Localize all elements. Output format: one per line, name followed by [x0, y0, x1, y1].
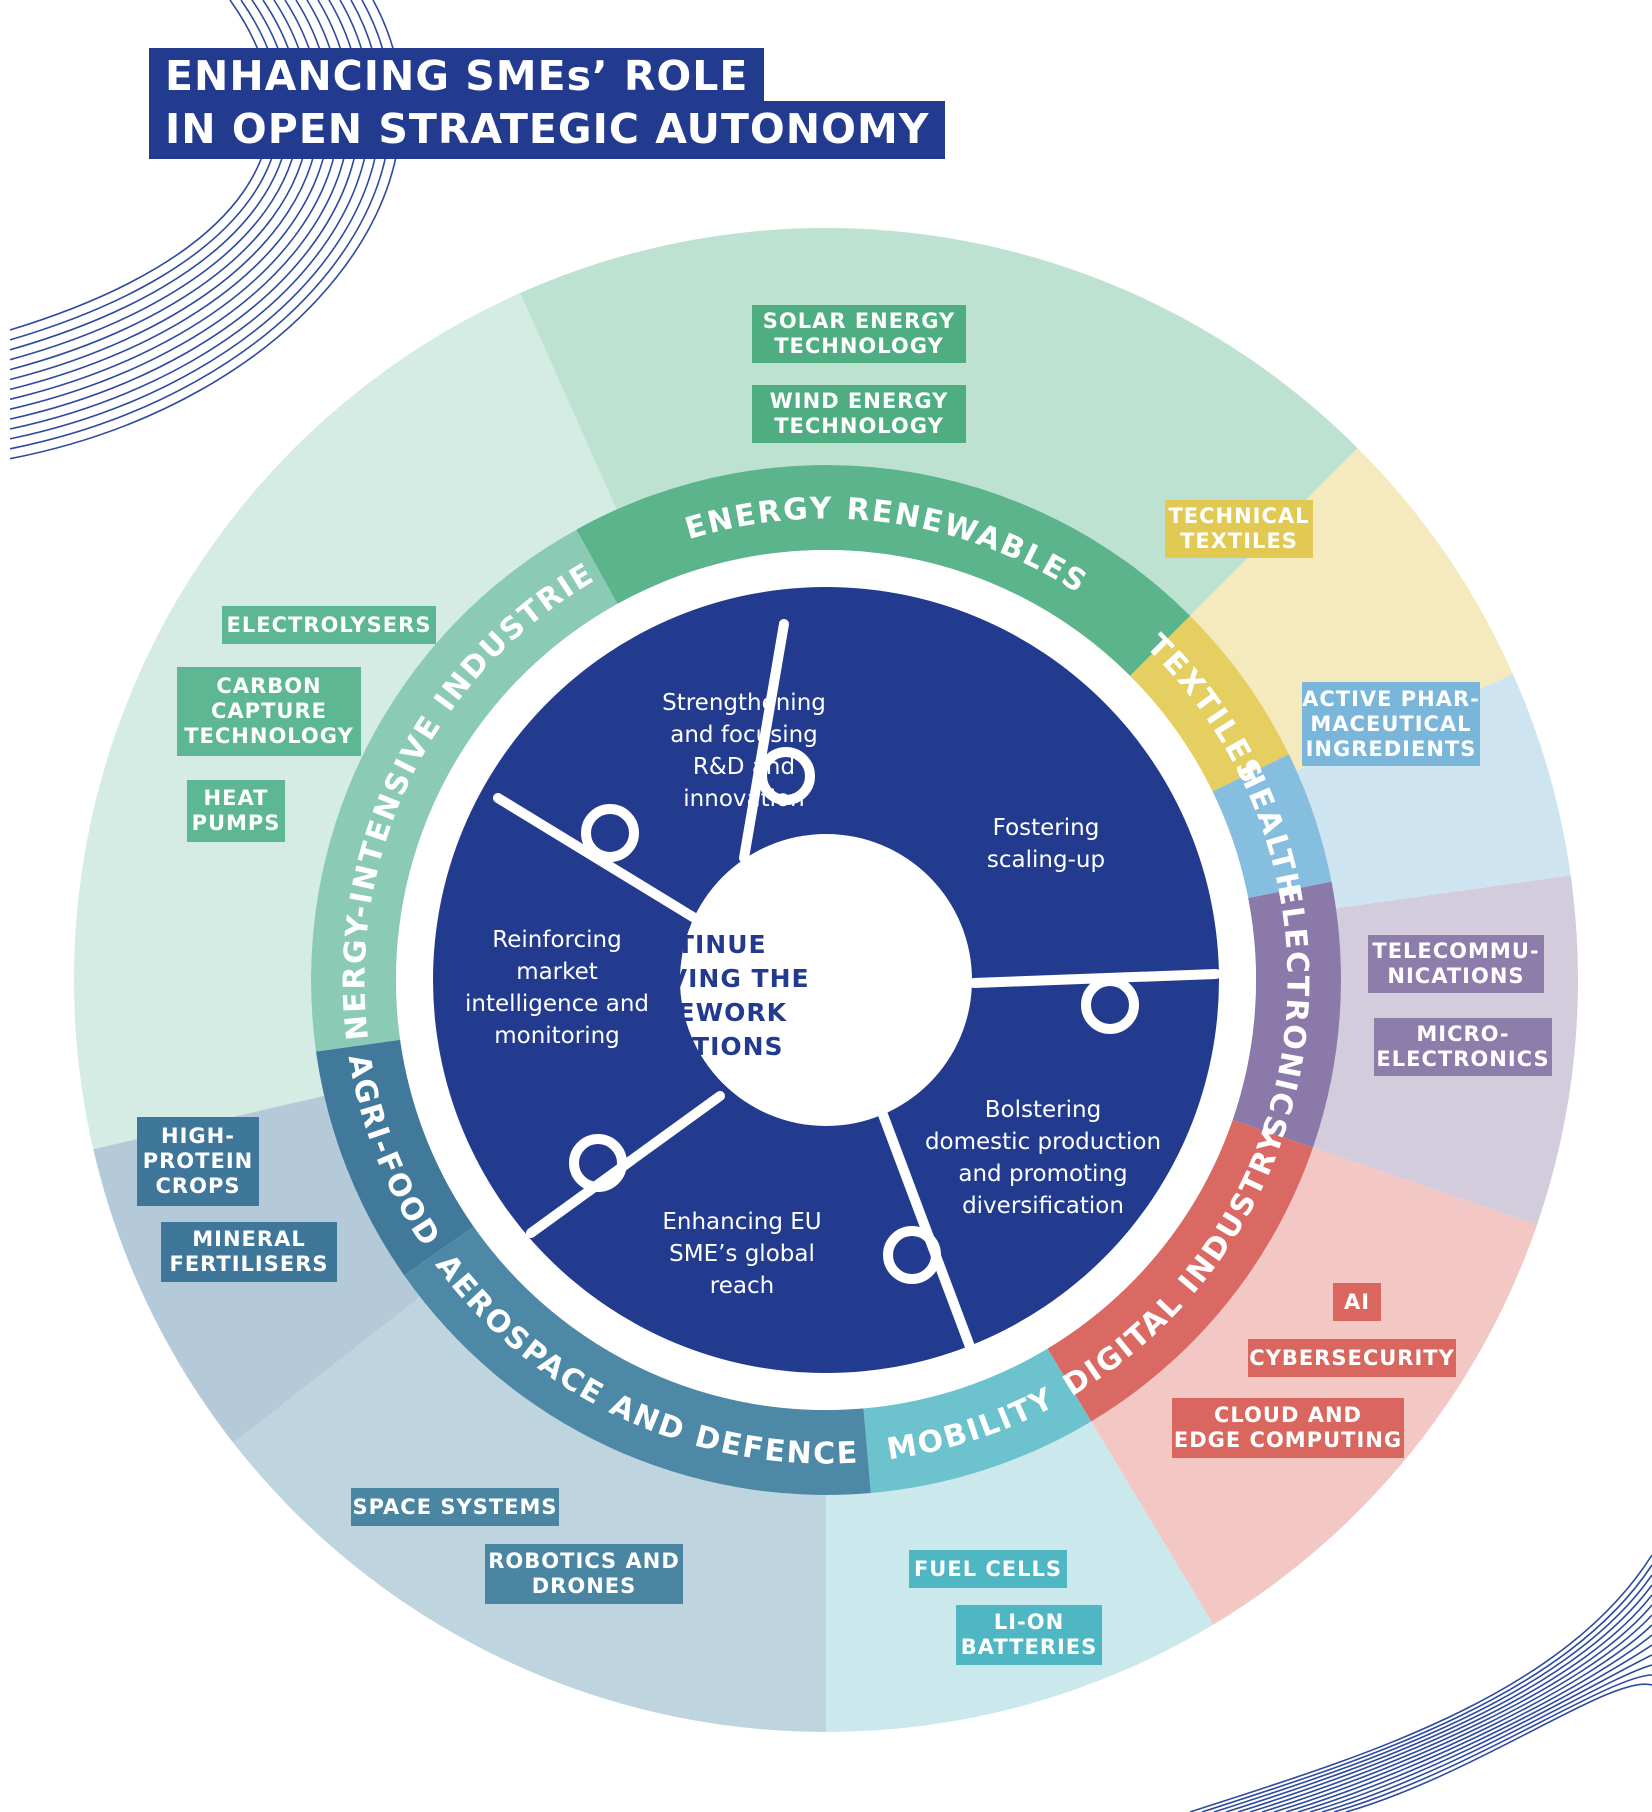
wave-line-bottom-right [1261, 1614, 1652, 1812]
puzzle-label-global: Enhancing EU SME’s global reach [662, 1209, 822, 1299]
wave-line-bottom-right [1309, 1654, 1652, 1812]
wave-line-bottom-right [1285, 1634, 1652, 1812]
wave-line-bottom-right [1237, 1594, 1652, 1812]
puzzle-knob [883, 1226, 941, 1284]
tag-technical-textiles: TECHNICAL TEXTILES [1165, 500, 1313, 558]
ring-segment-digital [1047, 1119, 1313, 1422]
puzzle-seam [969, 969, 1221, 988]
puzzle-seam [493, 793, 711, 930]
puzzle-label-scaling: Fostering scaling-up [986, 815, 1106, 873]
tag-ai: AI [1333, 1283, 1381, 1321]
tag-solar-energy: SOLAR ENERGY TECHNOLOGY [752, 305, 966, 363]
puzzle-label-market: Reinforcing market intelligence and moni… [464, 927, 649, 1049]
puzzle-label-domestic: Bolstering domestic production and promo… [924, 1097, 1162, 1219]
ring-segment-textiles [1130, 615, 1289, 792]
tag-robotics-drones: ROBOTICS AND DRONES [485, 1544, 683, 1604]
wave-line-bottom-right [1213, 1574, 1652, 1812]
outer-segment-digital [1091, 1147, 1538, 1625]
wave-line-bottom-right [1297, 1644, 1652, 1812]
puzzle-seam [871, 1091, 980, 1365]
title-line-2: IN OPEN STRATEGIC AUTONOMY [149, 101, 946, 159]
tag-active-pharmaceutical: ACTIVE PHAR- MACEUTICAL INGREDIENTS [1302, 682, 1480, 766]
wave-line-bottom-right [1189, 1554, 1652, 1812]
wave-line-bottom-right [1225, 1584, 1652, 1812]
puzzle-knob [757, 747, 815, 805]
title-line-1: ENHANCING SMEs’ ROLE [149, 48, 765, 106]
puzzle-knob [569, 1134, 627, 1192]
ring-segment-energy-intensive [310, 529, 618, 1052]
ring-segment-mobility [863, 1348, 1092, 1494]
puzzle-disc [433, 587, 1221, 1373]
tag-electrolysers: ELECTROLYSERS [222, 606, 436, 644]
outer-segment-health [1296, 674, 1571, 909]
center-title: CONTINUE IMPROVING THE FRAMEWORK CONDITI… [570, 930, 810, 1061]
ring-segment-electronics [1232, 881, 1341, 1148]
tag-high-protein-crops: HIGH- PROTEIN CROPS [137, 1117, 259, 1206]
tag-telecommunications: TELECOMMU- NICATIONS [1368, 935, 1544, 993]
tag-carbon-capture: CARBON CAPTURE TECHNOLOGY [177, 667, 361, 756]
tag-li-on-batteries: LI-ON BATTERIES [956, 1605, 1102, 1665]
ring-segment-agri-food [316, 1039, 474, 1276]
tag-cybersecurity: CYBERSECURITY [1248, 1339, 1456, 1377]
tag-wind-energy: WIND ENERGY TECHNOLOGY [752, 385, 966, 443]
wave-line-bottom-right [1333, 1674, 1652, 1812]
wave-line-bottom-right [1249, 1604, 1652, 1812]
wave-line-bottom-right [1201, 1564, 1652, 1812]
tag-heat-pumps: HEAT PUMPS [187, 780, 285, 842]
tag-microelectronics: MICRO- ELECTRONICS [1374, 1018, 1552, 1076]
ring-segment-energy-renewables [576, 465, 1191, 676]
tag-mineral-fertilisers: MINERAL FERTILISERS [161, 1222, 337, 1282]
puzzle-seam [739, 619, 789, 863]
wave-line-bottom-right [1321, 1664, 1652, 1812]
puzzle-knob [581, 804, 639, 862]
puzzle-knob [1081, 976, 1139, 1034]
ring-segment-aerospace [404, 1226, 871, 1495]
puzzle-label-rd: Strengthening and focusing R&D and innov… [662, 690, 826, 812]
tag-fuel-cells: FUEL CELLS [909, 1550, 1067, 1588]
wave-line-bottom-right [1273, 1624, 1652, 1812]
ring-segment-health [1212, 754, 1332, 898]
tag-cloud-edge: CLOUD AND EDGE COMPUTING [1172, 1398, 1404, 1458]
wave-line-bottom-right [1345, 1683, 1652, 1812]
center-circle [680, 834, 972, 1126]
tag-space-systems: SPACE SYSTEMS [351, 1488, 559, 1526]
